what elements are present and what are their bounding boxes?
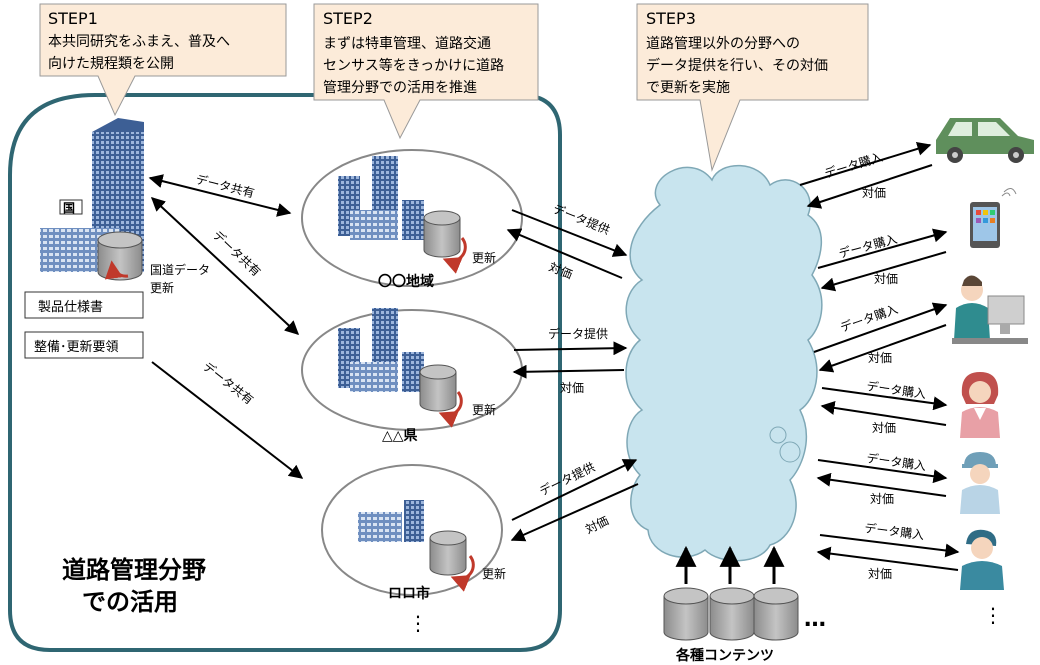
purchase-label-3: データ購入 xyxy=(838,301,900,335)
purchase-arrow-1 xyxy=(799,142,932,186)
step3-callout: STEP3 道路管理以外の分野への データ提供を行い、その対価 で更新を実施 xyxy=(636,3,869,172)
purchase-arrow-5 xyxy=(817,459,948,484)
share-arrow-3 xyxy=(151,361,304,479)
price-label-2: 対価 xyxy=(560,381,584,395)
price-out-label-3: 対価 xyxy=(868,351,892,365)
contents-database-icon-2 xyxy=(709,587,755,641)
cloud-icon xyxy=(625,164,823,562)
price-arrow-2 xyxy=(512,364,625,379)
national-database-icon xyxy=(97,231,143,281)
price-out-arrow-3 xyxy=(818,324,947,373)
local-area-1 xyxy=(301,149,523,287)
contents-database-icon-3 xyxy=(753,587,799,641)
provide-arrow-3 xyxy=(511,459,638,521)
price-label-3: 対価 xyxy=(583,514,611,537)
maintenance-guide-doc xyxy=(24,331,144,359)
purchase-label-2: データ購入 xyxy=(837,231,899,261)
purchase-arrow-6 xyxy=(819,534,960,558)
price-out-arrow-2 xyxy=(820,251,947,292)
local3-label: ロロ市 xyxy=(388,585,430,602)
price-out-arrow-6 xyxy=(816,546,959,571)
local3-buildings-icon xyxy=(358,500,424,542)
share-label-2: データ共有 xyxy=(210,227,264,279)
product-spec-label: 製品仕様書 xyxy=(38,300,103,315)
smartphone-icon xyxy=(970,188,1017,248)
local2-update: 更新 xyxy=(472,402,496,417)
share-label-3: データ共有 xyxy=(200,359,257,408)
maintenance-guide-label: 整備･更新要領 xyxy=(34,339,119,355)
region-title-2: での活用 xyxy=(82,588,178,616)
price-out-label-6: 対価 xyxy=(868,567,892,581)
product-spec-doc xyxy=(24,291,144,319)
step2-line-2: センサス等をきっかけに道路 xyxy=(323,57,504,74)
contents-database-icon-1 xyxy=(663,587,709,641)
step1-title: STEP1 xyxy=(48,9,98,28)
kuni-mark: 国 xyxy=(63,201,75,215)
price-out-label-5: 対価 xyxy=(870,492,894,506)
purchase-label-6: データ購入 xyxy=(864,520,925,542)
road-management-region xyxy=(8,93,562,652)
price-arrow-1 xyxy=(506,228,623,279)
local1-buildings-icon xyxy=(338,156,424,240)
purchase-arrow-2 xyxy=(817,228,948,269)
national-db-label-2: 更新 xyxy=(150,280,174,295)
price-arrow-3 xyxy=(510,483,639,542)
provide-label-2: データ提供 xyxy=(548,326,608,341)
local3-database-icon xyxy=(429,530,475,592)
purchase-label-1: データ購入 xyxy=(822,149,884,181)
price-out-arrow-5 xyxy=(816,472,947,497)
step2-title: STEP2 xyxy=(323,9,373,28)
car-icon xyxy=(936,118,1034,163)
price-out-label-2: 対価 xyxy=(874,272,898,286)
local-ellipsis: ⋮ xyxy=(408,611,428,635)
step3-line-2: データ提供を行い、その対価 xyxy=(646,57,828,74)
local2-label: △△県 xyxy=(382,428,418,444)
contents-label: 各種コンテンツ xyxy=(675,647,774,664)
step1-callout: STEP1 本共同研究をふまえ、普及へ 向けた規程類を公開 xyxy=(39,3,287,117)
region-title-1: 道路管理分野 xyxy=(62,556,206,584)
local-area-3 xyxy=(321,464,503,596)
local2-database-icon xyxy=(419,364,463,428)
local1-update: 更新 xyxy=(472,250,496,265)
share-arrow-2 xyxy=(150,197,300,335)
step2-line-3: 管理分野での活用を推進 xyxy=(323,80,477,96)
step2-callout: STEP2 まずは特車管理、道路交通 センサス等をきっかけに道路 管理分野での活… xyxy=(313,3,539,140)
worker-icon xyxy=(960,452,1000,514)
national-db-label-1: 国道データ xyxy=(150,262,210,277)
step3-line-1: 道路管理以外の分野への xyxy=(646,36,800,52)
step1-line-1: 本共同研究をふまえ、普及へ xyxy=(48,34,230,50)
woman-icon xyxy=(960,372,1000,438)
purchase-arrow-4 xyxy=(821,387,948,411)
step3-line-3: で更新を実施 xyxy=(646,80,730,96)
purchase-label-5: データ購入 xyxy=(866,450,928,473)
pc-user-icon xyxy=(952,275,1028,344)
price-out-arrow-4 xyxy=(820,400,947,426)
price-out-arrow-1 xyxy=(806,164,933,209)
local3-update: 更新 xyxy=(482,566,506,581)
users-ellipsis: ⋮ xyxy=(983,603,1003,627)
local2-buildings-icon xyxy=(338,308,424,392)
step2-line-1: まずは特車管理、道路交通 xyxy=(323,35,491,52)
step3-title: STEP3 xyxy=(646,9,696,28)
price-out-label-4: 対価 xyxy=(872,421,896,435)
local1-label: 〇〇地域 xyxy=(378,273,434,290)
provide-arrow-1 xyxy=(511,209,628,257)
purchase-arrow-3 xyxy=(813,302,948,353)
local1-database-icon xyxy=(423,210,467,274)
contents-ellipsis: … xyxy=(804,607,826,632)
price-out-label-1: 対価 xyxy=(862,186,886,200)
step1-line-2: 向けた規程類を公開 xyxy=(48,56,174,72)
man-icon xyxy=(960,529,1004,590)
provide-arrow-2 xyxy=(513,341,628,356)
